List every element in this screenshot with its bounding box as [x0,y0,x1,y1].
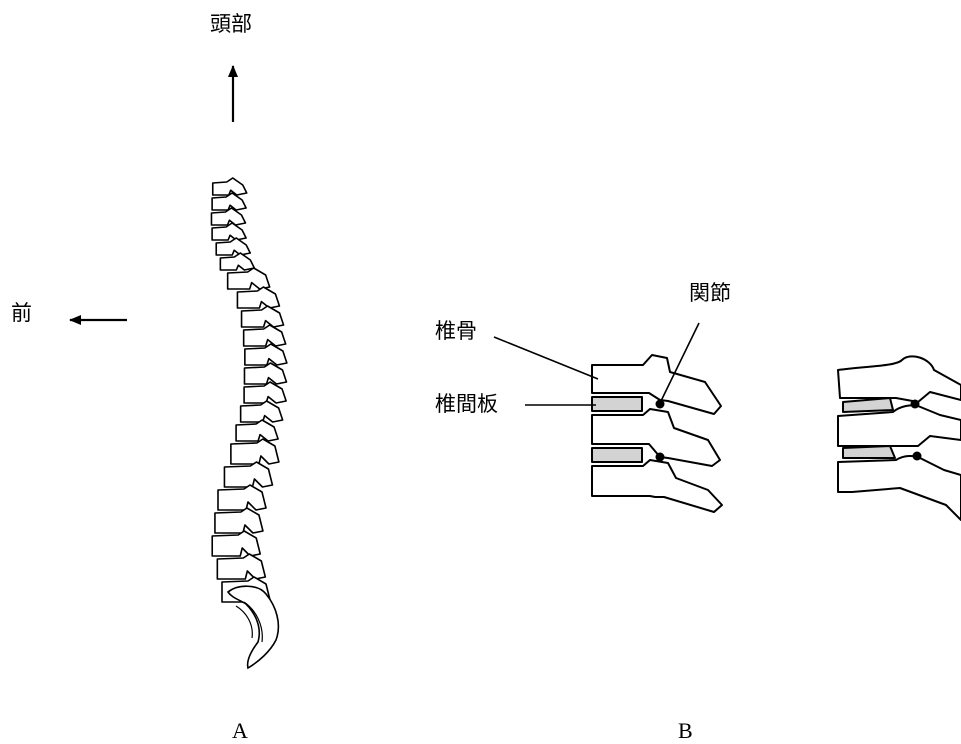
caption-a: A [232,720,248,742]
caption-b: B [678,720,693,742]
vertebra-21 [217,554,265,579]
vertebra-20 [212,531,260,556]
vertebra-19 [215,508,263,533]
joint-dot-upper [656,400,665,409]
vertebra-8 [237,287,279,308]
joint-dot-lower [656,453,665,462]
spine-illustration [211,178,286,602]
vertebra-15 [236,420,278,441]
vertebra-11 [245,344,287,365]
vertebra-9 [242,306,284,327]
vertebra-13 [244,382,286,403]
vertebra-lower-2 [838,456,961,520]
vertebra-1 [213,178,247,195]
vertebra-14 [241,401,283,422]
leader-vertebra [494,337,598,379]
vertebra-7 [228,268,270,289]
disc-upper [592,397,642,411]
label-vertebra: 椎骨 [435,321,477,342]
disc-lower [592,448,642,462]
segment-normal [592,355,722,512]
sacrum-coccyx [228,586,278,668]
disc-upper-2 [843,398,893,412]
segment-degenerated [838,356,961,520]
vertebra-lower [592,460,722,512]
vertebra-16 [231,439,279,464]
vertebra-18 [218,485,266,510]
label-head: 頭部 [210,14,252,35]
label-joint: 関節 [689,283,731,304]
vertebra-17 [224,462,272,487]
disc-lower-2 [843,446,895,458]
vertebra-12 [244,363,286,384]
joint-dot-upper-2 [911,400,920,409]
label-front: 前 [11,303,32,324]
joint-dot-lower-2 [913,452,922,461]
vertebra-10 [244,325,286,346]
vertebra-upper-2 [838,356,961,402]
label-disc: 椎間板 [435,394,498,415]
